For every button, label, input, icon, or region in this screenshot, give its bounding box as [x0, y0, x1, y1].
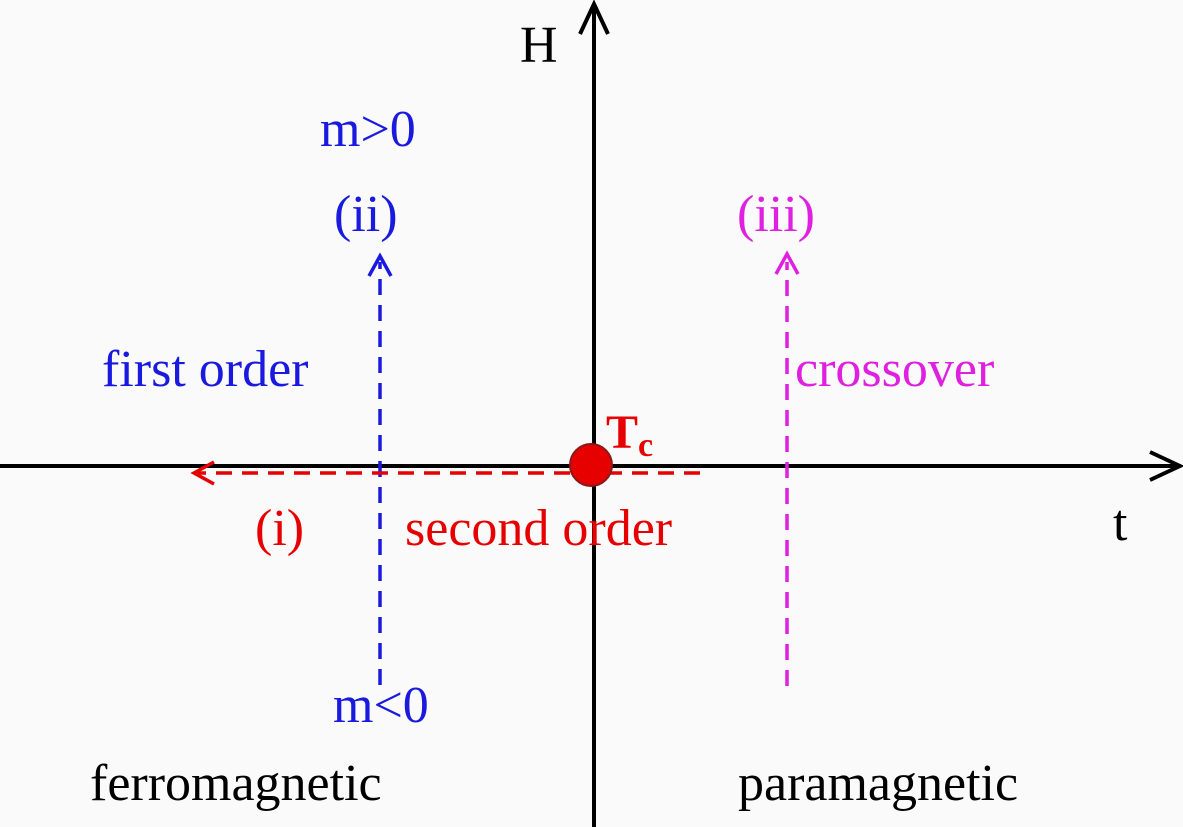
- paramagnetic-phase-label: paramagnetic: [738, 755, 1018, 812]
- second-order-end-label: (i): [255, 500, 304, 557]
- first-order-bottom-label: m<0: [333, 677, 429, 734]
- critical-point-label: Tc: [606, 406, 653, 464]
- crossover-label: crossover: [795, 341, 994, 398]
- first-order-label: first order: [102, 341, 308, 398]
- t-axis-arrowhead: [1149, 450, 1183, 482]
- critical-point-marker: [569, 443, 613, 487]
- first-order-top-label: m>0: [320, 101, 416, 158]
- crossover-arrowhead: [774, 250, 800, 275]
- first-order-arrowhead: [367, 252, 393, 277]
- h-axis-label: H: [520, 17, 558, 74]
- critical-point-label-main: T: [606, 406, 638, 459]
- second-order-arrowhead: [190, 460, 215, 486]
- critical-point-label-sub: c: [638, 427, 653, 464]
- t-axis-label: t: [1113, 495, 1128, 552]
- crossover-end-label: (iii): [737, 186, 815, 243]
- ferromagnetic-phase-label: ferromagnetic: [90, 755, 382, 812]
- first-order-end-label: (ii): [334, 186, 398, 243]
- h-axis-arrowhead: [578, 0, 610, 35]
- second-order-label: second order: [405, 500, 672, 557]
